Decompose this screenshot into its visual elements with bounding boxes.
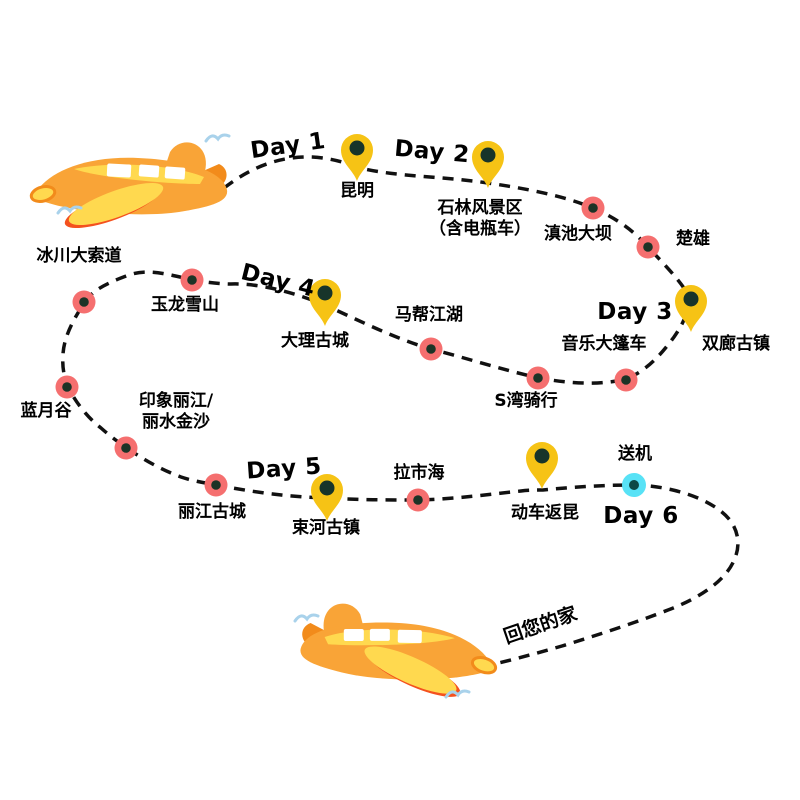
stop-label-impression-lijiang: 印象丽江/ 丽水金沙 — [139, 391, 213, 433]
bird-icon — [204, 133, 231, 143]
marker-shuanglang — [675, 285, 707, 332]
marker-lashi-lake — [406, 488, 430, 512]
stop-label-airport-dropoff: 送机 — [618, 444, 652, 464]
stop-label-stone-forest: 石林风景区 （含电瓶车） — [429, 198, 531, 240]
day-5-label: Day 5 — [245, 453, 323, 485]
stop-label-kunming: 昆明 — [340, 181, 374, 201]
stop-label-shuhe: 束河古镇 — [292, 518, 360, 538]
stop-label-s-bay-cycling: S湾骑行 — [494, 391, 558, 411]
marker-dali-old-town — [309, 279, 341, 326]
stop-label-line: （含电瓶车） — [429, 219, 531, 239]
stop-label-mabang-jianghu: 马帮江湖 — [395, 305, 463, 325]
marker-music-caravan — [614, 368, 638, 392]
marker-chuxiong — [636, 235, 660, 259]
stop-label-lashi-lake: 拉市海 — [393, 463, 445, 483]
stop-label-line: 印象丽江/ — [138, 391, 214, 411]
marker-kunming — [341, 134, 373, 181]
airplane-top-icon — [28, 140, 229, 238]
marker-blue-moon-valley — [55, 375, 79, 399]
marker-dianchi-dam — [581, 196, 605, 220]
day-3-label: Day 3 — [597, 299, 673, 325]
stop-label-chuxiong: 楚雄 — [676, 229, 710, 249]
stop-label-blue-moon-valley: 蓝月谷 — [20, 401, 72, 421]
stop-label-yulong-snow-mountain: 玉龙雪山 — [151, 295, 219, 315]
day-6-label: Day 6 — [603, 503, 679, 529]
stop-label-dali-old-town: 大理古城 — [281, 331, 349, 351]
stop-label-glacier-cableway: 冰川大索道 — [36, 246, 122, 266]
stop-label-train-return: 动车返昆 — [511, 503, 579, 523]
marker-lijiang-old-town — [204, 473, 228, 497]
marker-s-bay-cycling — [526, 366, 550, 390]
marker-airport-dropoff — [622, 473, 646, 497]
stop-label-line: 丽水金沙 — [142, 412, 210, 432]
stop-label-lijiang-old-town: 丽江古城 — [178, 502, 246, 522]
bird-icon — [293, 613, 320, 623]
marker-shuhe — [311, 474, 343, 521]
marker-glacier-cableway — [72, 290, 96, 314]
marker-mabang-jianghu — [419, 337, 443, 361]
marker-impression-lijiang — [114, 436, 138, 460]
stop-label-music-caravan: 音乐大篷车 — [561, 334, 647, 354]
stop-label-dianchi-dam: 滇池大坝 — [544, 224, 612, 244]
marker-yulong-snow-mountain — [180, 268, 204, 292]
stop-label-line: 石林风景区 — [437, 198, 523, 218]
marker-train-return — [526, 442, 558, 489]
marker-stone-forest — [472, 141, 504, 188]
stop-label-shuanglang: 双廊古镇 — [702, 334, 770, 354]
